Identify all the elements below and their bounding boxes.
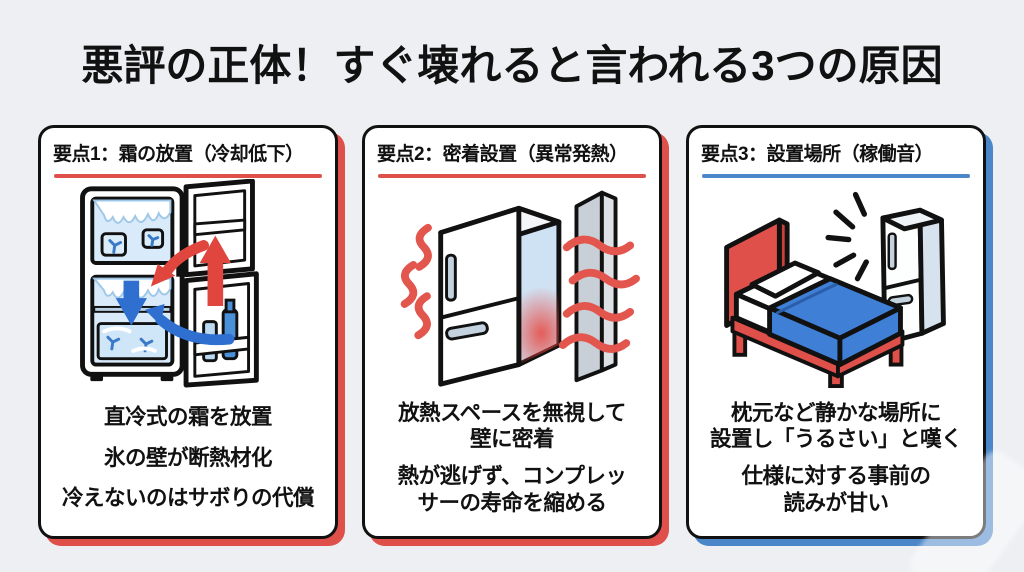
page-title: 悪評の正体！すぐ壊れると言われる3つの原因 xyxy=(81,42,943,89)
ice-cubes xyxy=(100,228,165,257)
freezer-frost xyxy=(92,199,172,224)
panel-frost-line-1: 直冷式の霜を放置 xyxy=(103,405,273,429)
line: 枕元など静かな場所に xyxy=(730,400,942,425)
door-handle xyxy=(887,232,897,271)
bed xyxy=(724,217,905,389)
panel-noise-para-1: 枕元など静かな場所に設置し「うるさい」と嘆く xyxy=(693,400,979,453)
panel-wall-heat-divider xyxy=(378,174,646,178)
line: 設置し「うるさい」と嘆く xyxy=(709,427,963,452)
panel-noise-header: 要点3：設置場所（稼働音） xyxy=(701,144,934,165)
panel-frost-line-2: 氷の壁が断熱材化 xyxy=(103,445,273,470)
overheat-glow xyxy=(518,286,559,365)
noise-marks-icon xyxy=(825,191,869,282)
drawer-handle xyxy=(445,321,489,341)
panel-frost-body: 直冷式の霜を放置 氷の壁が断熱材化 冷えないのはサボりの代償 xyxy=(41,390,335,536)
line: 放熱スペースを無視して xyxy=(398,400,626,425)
panel-frost-divider xyxy=(54,174,322,178)
panel-noise: 要点3：設置場所（稼働音） xyxy=(686,125,986,539)
bed-frame xyxy=(730,315,905,389)
panel-wall-heat-para-2: 熱が逃げず、コンプレッサーの寿命を縮める xyxy=(369,463,655,516)
fridge-body xyxy=(438,205,562,387)
bed-fridge-noise-illustration xyxy=(689,178,983,390)
line: 仕様に対する事前の xyxy=(741,463,931,488)
pillow xyxy=(749,260,821,299)
open-fridge-frost-icon xyxy=(80,179,259,388)
panel-wall-heat: 要点2：密着設置（異常発熱） xyxy=(362,125,662,539)
heat-waves-icon xyxy=(400,223,640,353)
open-fridge-frost-illustration xyxy=(41,178,335,390)
door-handle xyxy=(445,253,457,302)
panel-frost-header: 要点1：霜の放置（冷却低下） xyxy=(53,144,304,165)
line: 壁に密着 xyxy=(469,427,555,452)
panel-wall-heat-header: 要点2：密着設置（異常発熱） xyxy=(377,144,628,165)
panel-noise-para-2: 仕様に対する事前の読みが甘い xyxy=(693,463,979,516)
line: サーの寿命を縮める xyxy=(417,490,607,515)
panel-wall-heat-body: 放熱スペースを無視して壁に密着 熱が逃げず、コンプレッサーの寿命を縮める xyxy=(365,390,659,536)
line: 熱が逃げず、コンプレッ xyxy=(397,463,627,488)
line: 読みが甘い xyxy=(783,490,889,515)
panel-frost-line-3: 冷えないのはサボりの代償 xyxy=(61,486,315,511)
blanket xyxy=(767,276,903,368)
panel-wall-heat-para-1: 放熱スペースを無視して壁に密着 xyxy=(369,400,655,453)
panel-frost: 要点1：霜の放置（冷却低下） xyxy=(38,125,338,539)
fridge-wall-heat-icon xyxy=(400,190,640,387)
panels-row: 要点1：霜の放置（冷却低下） xyxy=(38,125,986,539)
panel-noise-body: 枕元など静かな場所に設置し「うるさい」と嘆く 仕様に対する事前の読みが甘い xyxy=(689,390,983,536)
panel-noise-divider xyxy=(702,174,970,178)
warm-air-arrow-icon xyxy=(150,235,231,306)
door-hinge xyxy=(176,263,186,277)
fridge-wall-heat-illustration xyxy=(365,178,659,390)
bed-fridge-noise-icon xyxy=(724,191,946,389)
